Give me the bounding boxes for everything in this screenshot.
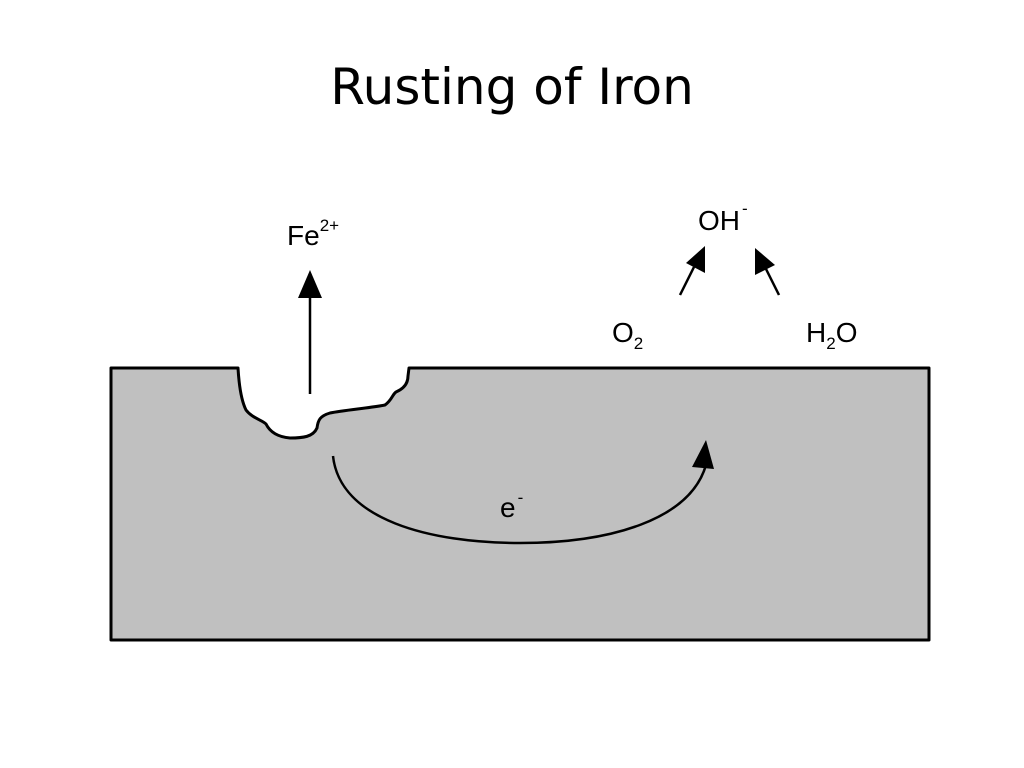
iron-ion-arrow — [298, 270, 322, 394]
oxygen-to-hydroxide-arrow — [678, 246, 705, 296]
iron-ion-label: Fe2+ — [287, 216, 339, 251]
water-to-hydroxide-arrow — [755, 248, 781, 296]
electron-label: e- — [500, 488, 523, 523]
hydroxide-label: OH- — [698, 199, 748, 236]
slide-title: Rusting of Iron — [330, 58, 694, 116]
water-label: H2O — [806, 317, 857, 353]
electron-flow-arrow — [331, 440, 714, 545]
iron-block — [109, 366, 931, 642]
oxygen-label: O2 — [612, 317, 643, 353]
